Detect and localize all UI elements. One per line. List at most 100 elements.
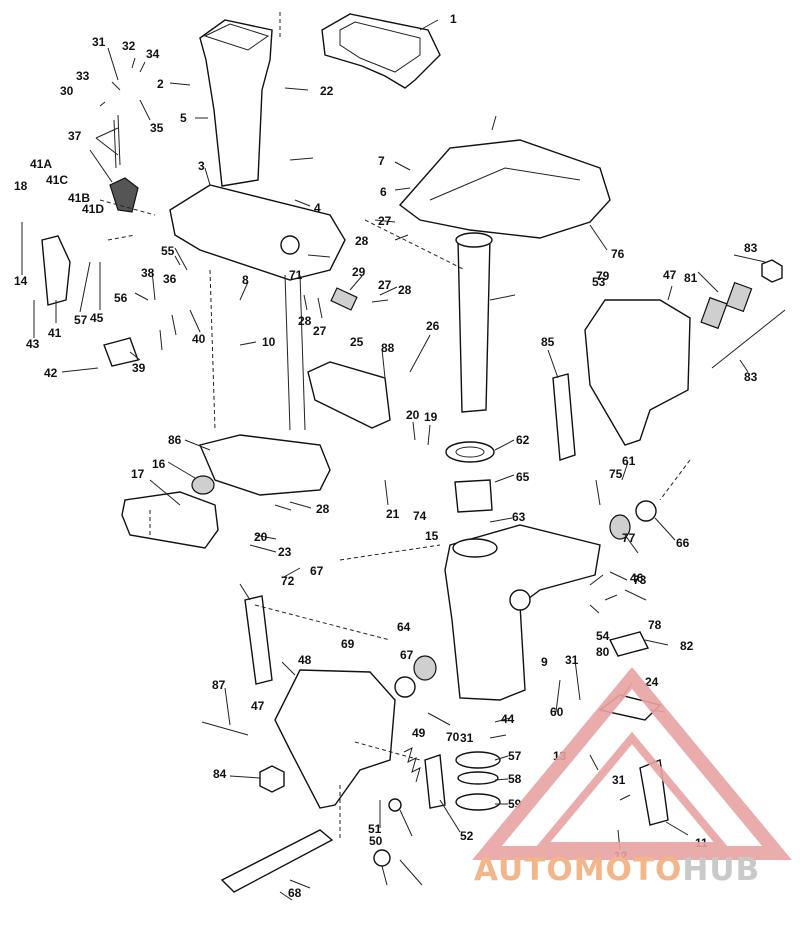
part-number: 40 [192,332,206,346]
part-number: 77 [622,531,636,545]
bushing-66 [454,479,493,513]
nut-94-lower [259,765,285,793]
part-number: 41B [68,191,90,205]
part-number: 75 [609,467,623,481]
part-number: 28 [298,314,312,328]
part-number: 62 [516,433,530,447]
part-number: 10 [262,335,276,349]
part-number: 68 [288,886,302,900]
part-number: 73 [633,573,647,587]
watermark-text: AUTOMOTOHUB [474,852,760,888]
part-number: 15 [425,529,439,543]
part-number: 86 [168,433,182,447]
part-number: 8 [242,273,249,287]
part-number: 23 [278,545,292,559]
washer-87 [373,849,391,867]
plate-82 [220,829,334,893]
part-number: 4 [314,201,321,215]
watermark-triangle-logo [472,668,792,860]
part-number: 29 [352,265,366,279]
nut-94-upper [761,259,783,283]
part-number: 63 [512,510,526,524]
part-number: 81 [684,271,698,285]
part-number: 36 [163,272,177,286]
part-number: 35 [150,121,164,135]
washer-83-lower [394,676,416,698]
part-number: 79 [596,269,610,283]
part-number: 39 [132,361,146,375]
adapter-plate-3 [169,184,346,281]
part-number: 6 [380,185,387,199]
part-number: 28 [316,502,330,516]
ring-60 [455,793,501,811]
part-number: 82 [680,639,694,653]
part-number: 78 [648,618,662,632]
lever-52 [424,754,446,809]
part-number: 70 [446,730,460,744]
part-number: 33 [76,69,90,83]
part-number: 60 [550,705,564,719]
part-number: 41A [30,157,52,171]
part-number: 31 [460,731,474,745]
link-95 [552,373,576,461]
part-number: 43 [26,337,40,351]
part-number: 30 [60,84,74,98]
part-number: 32 [122,39,136,53]
washer-83-upper [635,500,657,522]
swivel-housing-15 [444,524,601,701]
part-number: 66 [676,536,690,550]
part-number: 47 [251,699,265,713]
alignment-dashes [99,12,691,840]
part-number: 76 [611,247,625,261]
part-number: 56 [114,291,128,305]
part-number: 19 [424,410,438,424]
rod-93 [711,309,786,369]
exhaust-tube-5 [199,19,273,187]
part-number: 50 [369,834,383,848]
part-number: 41 [48,326,62,340]
bushing-63 [445,441,495,463]
part-number: 88 [381,341,395,355]
part-number: 41D [82,202,104,216]
leader-lines [21,19,766,901]
part-number: 31 [612,773,626,787]
part-number: 67 [310,564,324,578]
part-number: 14 [14,274,28,288]
part-number: 67 [400,648,414,662]
spring-49 [403,747,421,783]
part-number: 64 [397,620,411,634]
part-number: 61 [622,454,636,468]
part-number: 38 [141,266,155,280]
link-85 [244,595,273,685]
part-number: 55 [161,244,175,258]
part-labels: 1 2 3 4 5 6 7 8 9 10 11 12 13 14 15 16 1… [14,12,758,900]
bushing-67-lower [413,655,437,681]
part-number: 3 [198,159,205,173]
part-number: 69 [341,637,355,651]
part-number: 83 [744,241,758,255]
watermark-text-part-b: HUB [682,852,761,888]
washer-50 [388,798,402,812]
lever-76 [608,631,650,657]
part-number: 46 [630,571,644,585]
bracket-41 [41,235,71,306]
part-number: 18 [14,179,28,193]
part-number: 54 [596,629,610,643]
part-number: 45 [90,311,104,325]
part-number: 58 [508,772,522,786]
watermark-text-part-a: AUTOMOTO [474,852,683,888]
cover-17 [121,491,219,549]
part-number: 7 [378,154,385,168]
part-number: 24 [645,675,659,689]
part-number: 25 [350,335,364,349]
part-number: 49 [412,726,426,740]
part-number: 48 [298,653,312,667]
lever-39 [103,337,139,367]
part-number: 22 [320,84,334,98]
part-number: 71 [289,268,303,282]
part-number: 31 [565,653,579,667]
bracket-25 [307,361,391,429]
part-number: 44 [501,712,515,726]
part-number: 57 [508,749,522,763]
clamp-bracket-48 [274,669,396,809]
